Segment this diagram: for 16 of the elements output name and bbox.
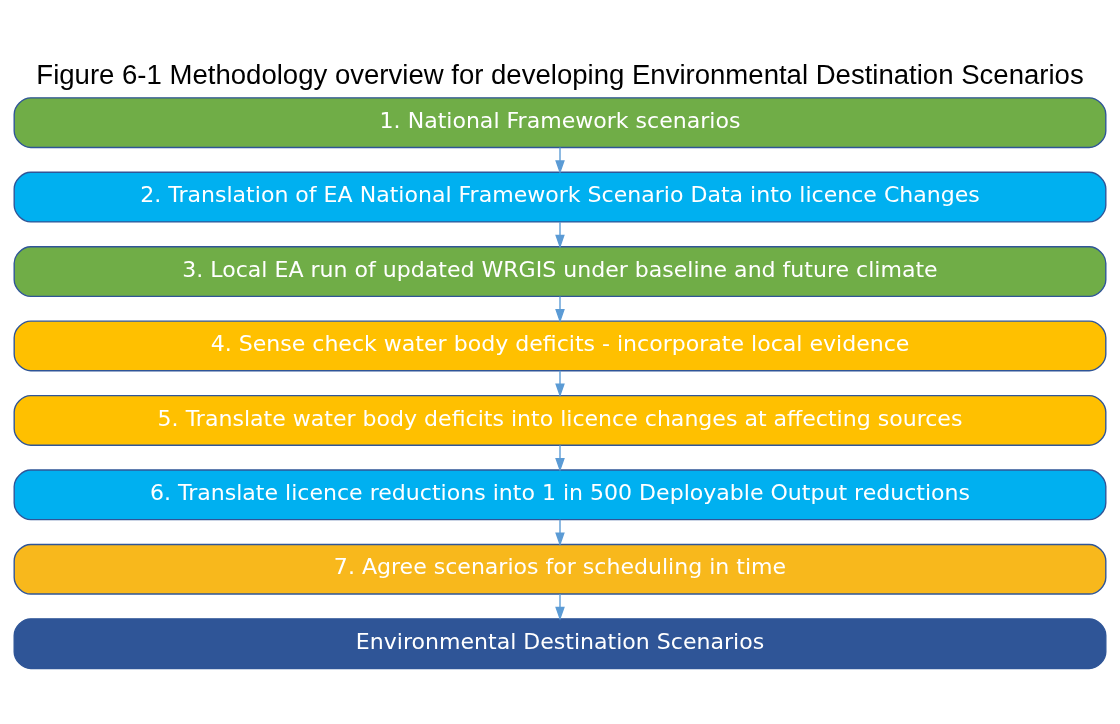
arrow	[555, 444, 565, 472]
node-box: 7. Agree scenarios for scheduling in time	[13, 543, 1107, 595]
node-box: 4. Sense check water body deficits - incorporate local evidence	[13, 319, 1107, 371]
node-box: 5. Translate water body deficits into licence changes at affecting sources	[13, 394, 1107, 446]
diagram-title: Figure 6-1 Methodology overview for developing Environmental Destination Scenarios	[36, 58, 1084, 90]
arrow	[555, 518, 565, 546]
node-box: 2. Translation of EA National Framework Scenario Data into licence Changes	[13, 171, 1107, 223]
arrow	[555, 592, 565, 621]
node-box: Environmental Destination Scenarios	[13, 617, 1107, 669]
arrow	[555, 369, 565, 397]
node-box: 6. Translate licence reductions into 1 in 500 Deployable Output reductions	[13, 468, 1107, 520]
node-box: 3. Local EA run of updated WRGIS under baseline and future climate	[13, 245, 1107, 297]
node-box: 1. National Framework scenarios	[13, 96, 1107, 148]
arrow	[555, 220, 565, 248]
arrow	[555, 295, 565, 323]
arrow	[555, 146, 565, 174]
